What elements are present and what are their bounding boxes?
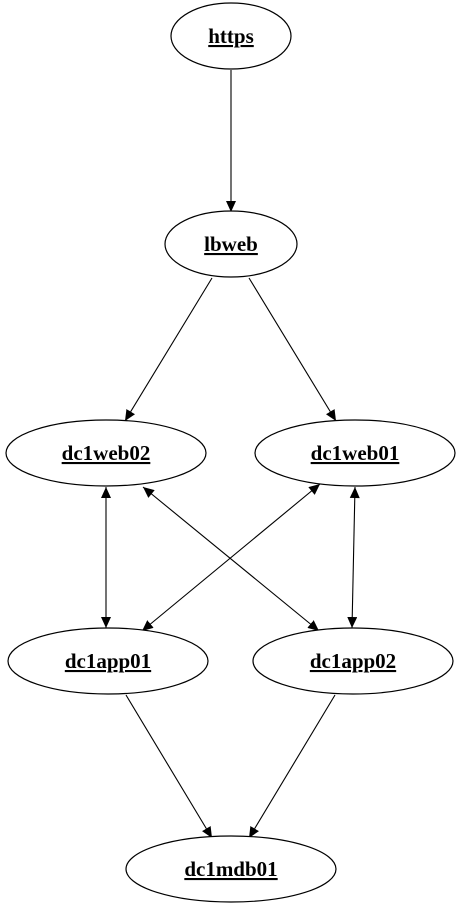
edge-dc1web01-dc1app01 — [141, 483, 321, 632]
node-dc1web01-ellipse — [254, 419, 456, 487]
edges — [101, 70, 360, 839]
edge-dc1web02-dc1app02 — [142, 486, 320, 632]
edge-dc1app02-dc1mdb01 — [248, 694, 336, 839]
node-dc1mdb01-ellipse — [125, 835, 337, 903]
node-dc1app02-label[interactable]: dc1app02 — [310, 649, 396, 673]
edge-lbweb-dc1web01 — [248, 277, 337, 422]
node-dc1web02[interactable]: dc1web02 — [5, 419, 207, 487]
node-dc1app02-ellipse — [252, 627, 454, 695]
edge-dc1web01-dc1app02 — [347, 486, 360, 629]
node-https-ellipse — [170, 2, 292, 70]
node-dc1app01[interactable]: dc1app01 — [7, 627, 209, 695]
node-dc1web01-label[interactable]: dc1web01 — [311, 441, 400, 465]
node-dc1app01-label[interactable]: dc1app01 — [65, 649, 151, 673]
node-dc1app02[interactable]: dc1app02 — [252, 627, 454, 695]
node-lbweb-ellipse — [164, 210, 298, 278]
node-dc1web02-label[interactable]: dc1web02 — [62, 441, 151, 465]
node-lbweb-label[interactable]: lbweb — [204, 232, 258, 256]
node-dc1mdb01[interactable]: dc1mdb01 — [125, 835, 337, 903]
node-dc1mdb01-label[interactable]: dc1mdb01 — [184, 857, 277, 881]
node-https[interactable]: https — [170, 2, 292, 70]
node-https-label[interactable]: https — [208, 24, 254, 48]
node-dc1web01[interactable]: dc1web01 — [254, 419, 456, 487]
node-dc1app01-ellipse — [7, 627, 209, 695]
node-lbweb[interactable]: lbweb — [164, 210, 298, 278]
edge-lbweb-dc1web02 — [124, 277, 213, 422]
edge-dc1app01-dc1mdb01 — [125, 694, 213, 839]
node-dc1web02-ellipse — [5, 419, 207, 487]
